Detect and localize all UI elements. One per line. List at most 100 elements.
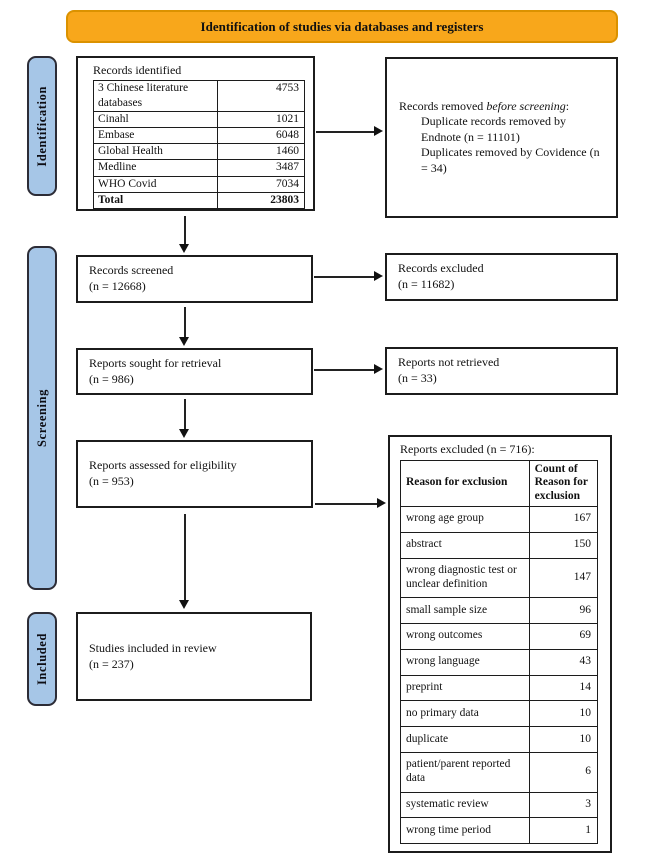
exclusion-count: 1 bbox=[528, 817, 599, 845]
reports-sought-n: (n = 986) bbox=[89, 371, 134, 386]
records-screened-line1: Records screened bbox=[89, 263, 174, 278]
reports-sought-line1: Reports sought for retrieval bbox=[89, 355, 222, 370]
arrow-assessed-to-included-line bbox=[184, 514, 186, 601]
exclusion-reason: wrong age group bbox=[400, 505, 530, 533]
exclusion-reason: no primary data bbox=[400, 700, 530, 728]
table-header-row: Reason for exclusion Count of Reason for… bbox=[400, 459, 599, 507]
records-removed-prefix: Records removed bbox=[399, 98, 487, 113]
database-count: 23803 bbox=[217, 191, 305, 209]
studies-included-n: (n = 237) bbox=[89, 656, 134, 671]
records-removed-italic: before screening bbox=[486, 98, 566, 113]
box-records-identified: Records identified 3 Chinese literature … bbox=[76, 56, 315, 211]
reports-not-retrieved-line1: Reports not retrieved bbox=[398, 355, 500, 370]
database-count: 7034 bbox=[217, 175, 305, 193]
table-row: wrong outcomes 69 bbox=[400, 622, 599, 650]
reports-assessed-line1: Reports assessed for eligibility bbox=[89, 458, 237, 473]
exclusion-count: 14 bbox=[528, 674, 599, 702]
exclusion-count: 3 bbox=[528, 791, 599, 819]
arrow-sought-to-assessed-line bbox=[184, 399, 186, 430]
box-studies-included: Studies included in review (n = 237) bbox=[76, 612, 312, 701]
table-row: small sample size 96 bbox=[400, 597, 599, 624]
exclusion-reason: duplicate bbox=[400, 726, 530, 753]
table-row: patient/parent reported data 6 bbox=[400, 751, 599, 793]
exclusion-reason: wrong outcomes bbox=[400, 622, 530, 650]
table-row: wrong time period 1 bbox=[400, 817, 599, 845]
exclusion-reason: patient/parent reported data bbox=[400, 751, 530, 793]
arrow-identified-to-screened-line bbox=[184, 216, 186, 245]
arrow-assessed-to-reasons-line bbox=[315, 503, 378, 505]
reports-not-retrieved-n: (n = 33) bbox=[398, 371, 437, 385]
database-name: Global Health bbox=[92, 143, 219, 161]
arrow-assessed-to-included-head bbox=[179, 600, 189, 609]
box-records-removed-before-screening: Records removed before screening: Duplic… bbox=[385, 57, 618, 218]
database-name: Embase bbox=[92, 127, 219, 145]
banner-title: Identification of studies via databases … bbox=[200, 18, 484, 34]
exclusion-reason: preprint bbox=[400, 674, 530, 702]
table-row: duplicate 10 bbox=[400, 726, 599, 753]
exclusion-count: 6 bbox=[528, 751, 599, 793]
arrow-sought-to-not-retrieved-line bbox=[314, 369, 375, 371]
exclusion-reason: systematic review bbox=[400, 791, 530, 819]
stage-label-included-text: Included bbox=[34, 632, 49, 686]
records-removed-suffix: : bbox=[565, 98, 570, 113]
reports-assessed-n: (n = 953) bbox=[89, 474, 134, 488]
table-row: Global Health 1460 bbox=[92, 143, 305, 161]
database-count: 1460 bbox=[217, 143, 305, 161]
header-count: Count of Reason for exclusion bbox=[528, 459, 599, 507]
box-reports-not-retrieved: Reports not retrieved (n = 33) bbox=[385, 347, 618, 395]
database-name: 3 Chinese literature databases bbox=[92, 79, 219, 112]
box-records-screened: Records screened (n = 12668) bbox=[76, 255, 313, 303]
exclusion-reason: wrong language bbox=[400, 648, 530, 676]
exclusion-count: 147 bbox=[528, 557, 599, 599]
records-excluded-line1: Records excluded bbox=[398, 261, 484, 276]
arrow-assessed-to-reasons-head bbox=[377, 498, 386, 508]
arrow-sought-to-assessed-head bbox=[179, 429, 189, 438]
database-name: Total bbox=[92, 191, 219, 209]
table-row: no primary data 10 bbox=[400, 700, 599, 728]
databases-table: 3 Chinese literature databases 4753 Cina… bbox=[92, 79, 305, 209]
stage-label-screening: Screening bbox=[27, 246, 57, 590]
table-row: wrong age group 167 bbox=[400, 505, 599, 533]
exclusion-count: 69 bbox=[528, 622, 599, 650]
records-removed-title: Records removed before screening: bbox=[399, 99, 608, 115]
box-reports-assessed: Reports assessed for eligibility (n = 95… bbox=[76, 440, 313, 508]
arrow-sought-to-not-retrieved-head bbox=[374, 364, 383, 374]
exclusion-count: 43 bbox=[528, 648, 599, 676]
table-row: abstract 150 bbox=[400, 531, 599, 559]
records-excluded-n: (n = 11682) bbox=[398, 277, 455, 291]
table-row: 3 Chinese literature databases 4753 bbox=[92, 79, 305, 112]
database-name: Medline bbox=[92, 159, 219, 177]
database-count: 3487 bbox=[217, 159, 305, 177]
records-screened-n: (n = 12668) bbox=[89, 279, 146, 293]
arrow-screened-to-sought-line bbox=[184, 307, 186, 338]
header-reason: Reason for exclusion bbox=[400, 459, 530, 507]
stage-label-identification: Identification bbox=[27, 56, 57, 196]
exclusion-reasons-table: Reason for exclusion Count of Reason for… bbox=[400, 459, 599, 845]
table-row: wrong diagnostic test or unclear definit… bbox=[400, 557, 599, 599]
arrow-identified-to-removed-line bbox=[316, 131, 375, 133]
arrow-screened-to-sought-head bbox=[179, 337, 189, 346]
arrow-screened-to-excluded-line bbox=[314, 276, 375, 278]
reports-excluded-title: Reports excluded (n = 716): bbox=[400, 442, 535, 456]
database-name: WHO Covid bbox=[92, 175, 219, 193]
exclusion-count: 96 bbox=[528, 597, 599, 624]
exclusion-count: 10 bbox=[528, 726, 599, 753]
table-row: Medline 3487 bbox=[92, 159, 305, 177]
exclusion-count: 150 bbox=[528, 531, 599, 559]
stage-label-identification-text: Identification bbox=[34, 85, 49, 167]
database-count: 6048 bbox=[217, 127, 305, 145]
table-row: wrong language 43 bbox=[400, 648, 599, 676]
records-removed-item: Duplicates removed by Covidence (n = 34) bbox=[421, 145, 600, 175]
table-row: systematic review 3 bbox=[400, 791, 599, 819]
exclusion-reason: abstract bbox=[400, 531, 530, 559]
arrow-identified-to-screened-head bbox=[179, 244, 189, 253]
exclusion-reason: wrong diagnostic test or unclear definit… bbox=[400, 557, 530, 599]
stage-label-screening-text: Screening bbox=[34, 389, 49, 447]
box-reports-sought: Reports sought for retrieval (n = 986) bbox=[76, 348, 313, 395]
table-row: Embase 6048 bbox=[92, 127, 305, 145]
database-count: 4753 bbox=[217, 79, 305, 112]
records-identified-title: Records identified bbox=[93, 63, 182, 77]
box-records-excluded: Records excluded (n = 11682) bbox=[385, 253, 618, 301]
database-count: 1021 bbox=[217, 110, 305, 129]
